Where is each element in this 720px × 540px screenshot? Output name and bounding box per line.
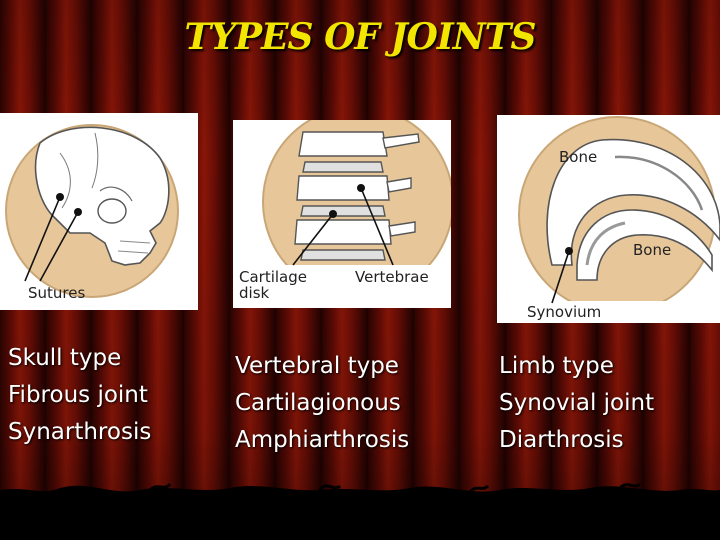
skull-joint-caption: Skull type Fibrous joint Synarthrosis — [8, 340, 151, 451]
vertebral-joint-diagram: Cartilage disk Vertebrae — [233, 120, 451, 308]
caption-line: Synovial joint — [499, 390, 655, 416]
bone-upper-label: Bone — [559, 148, 597, 166]
vertebral-joint-caption: Vertebral type Cartilagionous Amphiarthr… — [235, 348, 409, 459]
caption-line: Vertebral type — [235, 353, 399, 379]
caption-line: Amphiarthrosis — [235, 427, 410, 453]
bone-lower-label: Bone — [633, 241, 671, 259]
caption-line: Skull type — [8, 345, 122, 371]
synovium-label: Synovium — [527, 303, 601, 321]
caption-line: Diarthrosis — [499, 427, 624, 453]
stage-floor-silhouette — [0, 482, 720, 540]
slide-title: TYPES OF JOINTS — [184, 16, 537, 58]
disk-label: disk — [239, 284, 270, 302]
caption-line: Limb type — [499, 353, 614, 379]
caption-line: Cartilagionous — [235, 390, 401, 416]
limb-joint-caption: Limb type Synovial joint Diarthrosis — [499, 348, 654, 459]
vertebrae-label: Vertebrae — [355, 268, 429, 286]
caption-line: Synarthrosis — [8, 419, 152, 445]
cartilage-label: Cartilage — [239, 268, 307, 286]
caption-line: Fibrous joint — [8, 382, 148, 408]
limb-joint-diagram: Bone Bone Synovium — [497, 115, 720, 323]
skull-joint-diagram: Sutures — [0, 113, 198, 310]
sutures-label: Sutures — [28, 284, 85, 302]
